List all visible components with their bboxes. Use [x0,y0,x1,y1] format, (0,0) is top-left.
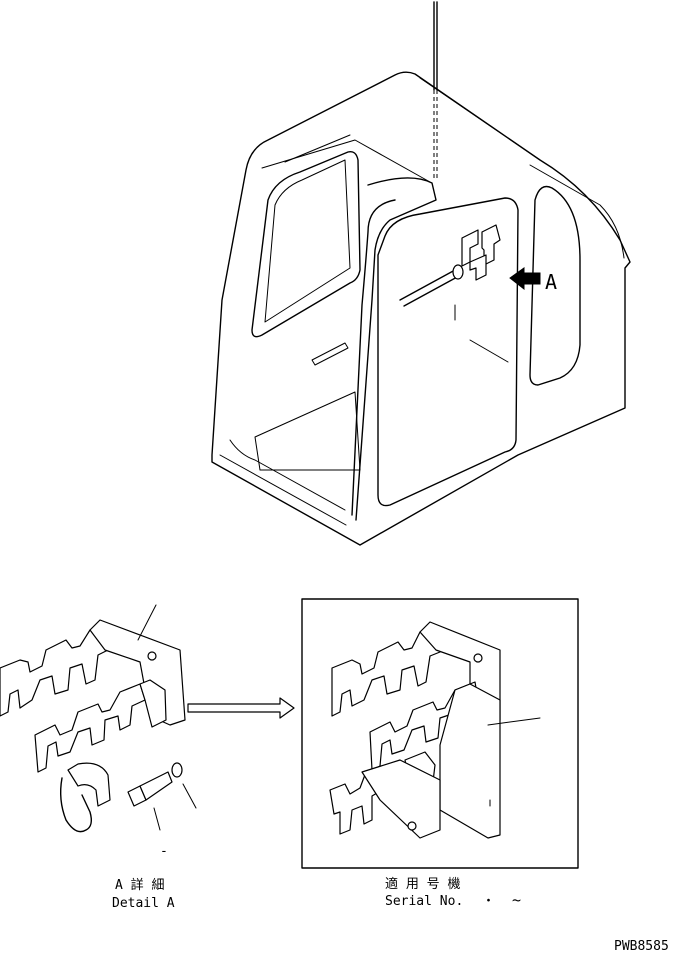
cab-door [377,197,519,507]
radio-bracket-small [461,224,501,281]
serial-caption-english: Serial No. [385,894,463,909]
operator-cab: A [211,1,631,546]
serial-separator: ・ [482,894,495,909]
change-arrow [187,697,295,719]
antenna [433,1,438,180]
serial-caption-japanese: 適 用 号 機 [385,876,460,892]
view-marker-label: A [545,270,557,294]
mounting-bolt [127,771,173,807]
minus-mark: - [160,844,168,859]
view-arrow [509,267,541,291]
serial-range-mark: ~ [512,891,521,909]
detail-caption-japanese: A 詳 細 [115,877,164,893]
detail-a-bracket: - [0,604,197,859]
detail-caption: A 詳 細 Detail A [112,877,175,911]
detail-caption-english: Detail A [112,896,175,911]
left-window [251,150,361,338]
serial-caption: 適 用 号 機 Serial No. ・ ~ [385,876,521,909]
washer [171,762,183,778]
serial-variant-box [301,598,579,869]
drawing-number: PWB8585 [614,939,669,954]
right-side-window [529,185,581,386]
cab-outline [211,71,631,546]
